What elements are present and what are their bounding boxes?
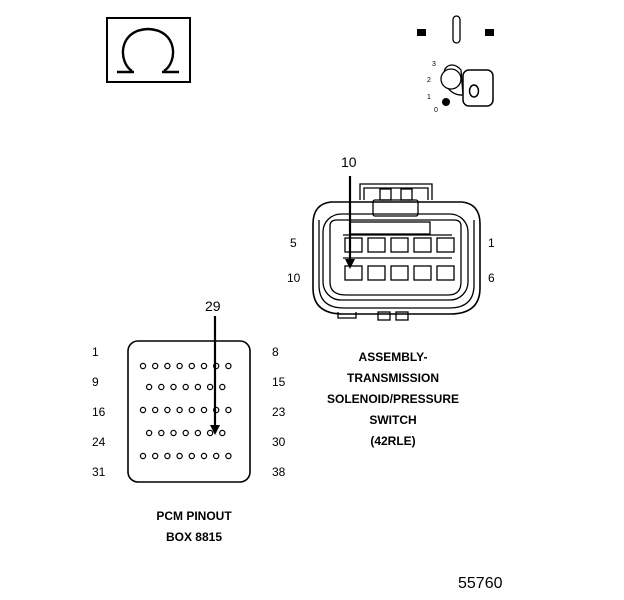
pcm-caption-line-2: BOX 8815 xyxy=(165,530,223,544)
ignition-position-3: 3 xyxy=(432,61,436,68)
pcm-pin xyxy=(151,452,159,460)
solenoid-caption-line-2: TRANSMISSION xyxy=(346,371,439,385)
pcm-row-3-right: 23 xyxy=(272,405,286,419)
ignition-key-icon xyxy=(417,15,494,107)
pcm-pin xyxy=(164,406,171,414)
solenoid-caption: ASSEMBLY- TRANSMISSION SOLENOID/PRESSURE… xyxy=(308,347,478,452)
pcm-row-4-right: 30 xyxy=(272,435,286,449)
pcm-pin xyxy=(164,362,171,370)
pcm-row-1-right: 8 xyxy=(272,345,279,359)
pcm-pin xyxy=(200,406,208,414)
pcm-row-2-left: 9 xyxy=(92,375,99,389)
pcm-pin xyxy=(188,362,195,370)
pcm-pin xyxy=(194,429,202,437)
pcm-pin xyxy=(176,406,183,414)
pcm-pin xyxy=(206,429,214,437)
pcm-pin xyxy=(158,383,165,391)
pcm-pin xyxy=(139,362,147,370)
ignition-position-2: 2 xyxy=(427,77,431,84)
pcm-pin xyxy=(158,429,165,437)
solenoid-caption-line-1: ASSEMBLY- xyxy=(358,350,428,364)
pcm-pin xyxy=(139,452,147,460)
pcm-pin xyxy=(139,406,147,414)
solenoid-pin-label-10: 10 xyxy=(287,271,301,285)
pcm-pin xyxy=(188,452,195,460)
ignition-position-1: 1 xyxy=(427,94,431,101)
pcm-pin xyxy=(194,383,202,391)
pcm-row-2-right: 15 xyxy=(272,375,286,389)
cavity-row-bottom xyxy=(344,265,455,281)
solenoid-pin-label-6: 6 xyxy=(488,271,495,285)
pcm-pin xyxy=(170,383,177,391)
pcm-pin xyxy=(182,429,189,437)
solenoid-connector xyxy=(312,183,481,321)
pcm-pin xyxy=(170,429,177,437)
pcm-caption: PCM PINOUT BOX 8815 xyxy=(124,506,264,548)
pcm-row-5-right: 38 xyxy=(272,465,286,479)
pcm-pin xyxy=(145,429,153,437)
pcm-pin xyxy=(225,452,232,460)
solenoid-callout: 10 xyxy=(341,154,357,170)
solenoid-caption-line-5: (42RLE) xyxy=(370,434,416,448)
solenoid-pin-label-5: 5 xyxy=(290,236,297,250)
pcm-pin xyxy=(225,406,232,414)
pcm-pin xyxy=(200,362,208,370)
pcm-pin xyxy=(206,383,214,391)
pcm-connector xyxy=(127,340,251,483)
pcm-pin xyxy=(212,362,220,370)
pcm-pin xyxy=(151,362,159,370)
pcm-row-1-left: 1 xyxy=(92,345,99,359)
cavity-row-top xyxy=(344,237,455,253)
pcm-pin xyxy=(164,452,171,460)
pcm-row-4-left: 24 xyxy=(92,435,106,449)
pcm-pin xyxy=(200,452,208,460)
pcm-pin xyxy=(176,362,183,370)
solenoid-pin-label-1: 1 xyxy=(488,236,495,250)
solenoid-caption-line-4: SWITCH xyxy=(369,413,417,427)
solenoid-caption-line-3: SOLENOID/PRESSURE xyxy=(326,392,460,406)
pcm-pin xyxy=(212,406,220,414)
pcm-row-5-left: 31 xyxy=(92,465,106,479)
figure-number: 55760 xyxy=(458,575,503,592)
pcm-pin xyxy=(219,383,226,391)
pcm-pin xyxy=(225,362,232,370)
callout-10-arrow xyxy=(345,176,355,269)
ignition-position-0: 0 xyxy=(434,107,438,114)
pcm-pin xyxy=(145,383,153,391)
pcm-callout: 29 xyxy=(205,298,221,314)
pcm-pin xyxy=(151,406,159,414)
pcm-pin xyxy=(182,383,189,391)
pcm-pin xyxy=(176,452,183,460)
pcm-pin xyxy=(212,452,220,460)
pcm-pin-grid xyxy=(139,362,232,460)
pcm-caption-line-1: PCM PINOUT xyxy=(156,509,232,523)
omega-ground-icon xyxy=(106,17,191,83)
pcm-pin xyxy=(219,429,226,437)
pcm-row-3-left: 16 xyxy=(92,405,106,419)
callout-29-arrow xyxy=(210,316,220,435)
pcm-pin xyxy=(188,406,195,414)
